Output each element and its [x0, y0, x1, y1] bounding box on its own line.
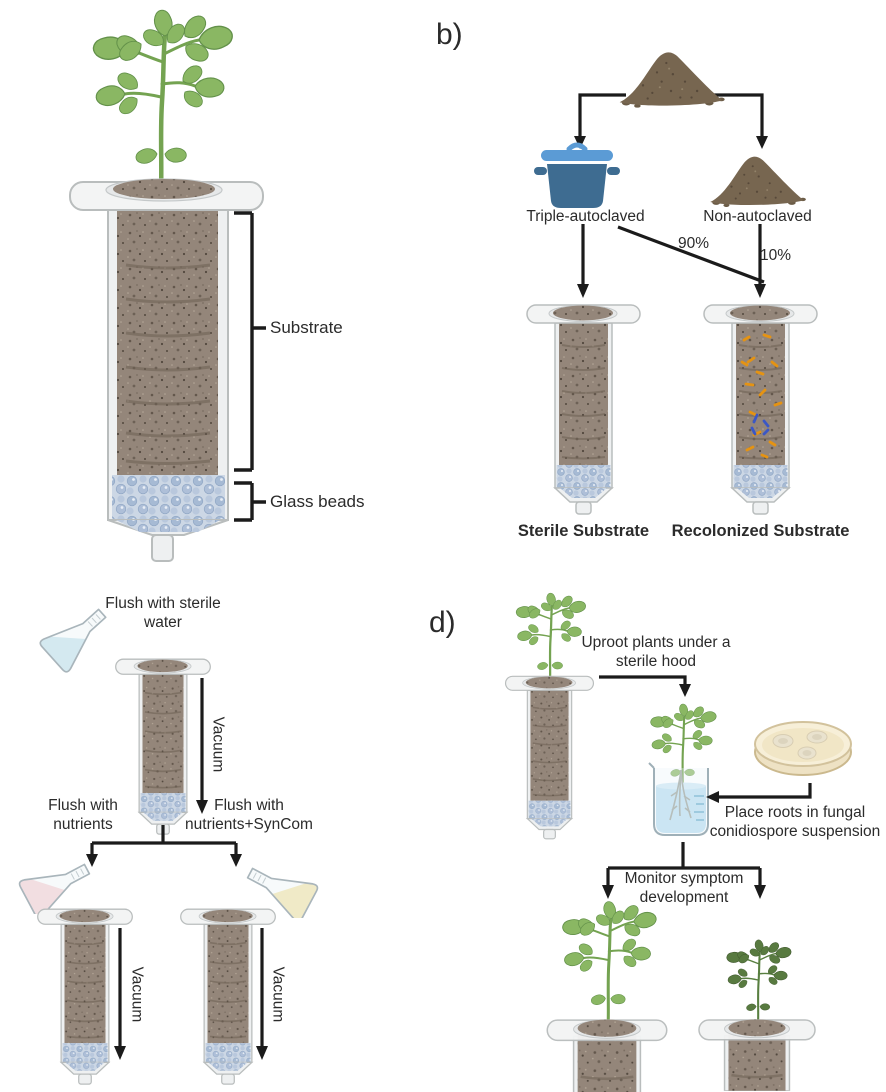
soil-pile-nonautoclaved: [706, 149, 808, 209]
arrow-place-roots: [706, 783, 812, 803]
pot-body: [547, 164, 607, 208]
column-d-with-plant: [504, 672, 595, 840]
vacuum-arrow-2: [114, 928, 126, 1060]
panel-d-letter: d): [429, 606, 456, 639]
beaker-glass: [648, 762, 709, 836]
diseased-plant: [713, 936, 805, 1024]
column-substrate: [117, 185, 218, 475]
percent-10-label: 10%: [760, 247, 792, 264]
uproot-label: Uproot plants under a sterile hood: [581, 634, 731, 670]
petri-dish-fungal-culture: [754, 721, 852, 776]
autoclave-pot: [534, 142, 620, 208]
microbe-specks: [740, 333, 783, 459]
arrow-uproot: [599, 675, 691, 697]
column-top-healthy: [546, 1012, 668, 1092]
place-roots-label: Place roots in fungal conidiospore suspe…: [709, 804, 881, 840]
tomato-plant-panel-a: [72, 2, 254, 192]
flush-sterile-water-label: Flush with sterile water: [105, 595, 221, 631]
flush-nutrients-label: Flush with nutrients: [48, 797, 118, 833]
vacuum-label-1: Vacuum: [209, 716, 227, 773]
healthy-plant: [547, 896, 672, 1024]
column-tip: [151, 534, 174, 562]
pot-lid-handle: [566, 142, 588, 152]
pot-lid: [541, 150, 613, 161]
recolonized-substrate-label: Recolonized Substrate: [671, 522, 850, 540]
flush-nutrients-syncom-label: Flush with nutrients+SynCom: [185, 797, 313, 833]
beaker-conidiospore-suspension: [648, 762, 709, 836]
arrow-to-sterile-substrate: [577, 224, 589, 298]
glass-beads: [112, 475, 225, 520]
vacuum-arrow-1: [196, 678, 208, 814]
vacuum-label-3: Vacuum: [269, 966, 287, 1023]
substrate-bracket: [234, 211, 266, 472]
beaker-graduations: [694, 795, 704, 821]
beaker-liquid: [656, 786, 706, 833]
monitor-label: Monitor symptom development: [624, 870, 744, 906]
glass-beads-bracket: [234, 481, 266, 522]
percent-90-label: 90%: [678, 235, 710, 252]
substrate-label: Substrate: [270, 318, 343, 337]
vacuum-arrow-3: [256, 928, 268, 1060]
arrow-soil-to-nonautoclaved: [704, 93, 768, 149]
arrow-soil-to-autoclave: [574, 93, 626, 149]
fungal-colonies: [772, 730, 828, 760]
triple-autoclaved-label: Triple-autoclaved: [526, 208, 645, 225]
split-arrow-monitor: [602, 842, 766, 899]
recolonized-substrate-column: [702, 300, 819, 515]
arrow-to-recolonized-substrate: [754, 224, 766, 298]
vacuum-label-2: Vacuum: [128, 966, 146, 1023]
plant-roots: [669, 769, 692, 821]
panel-b-letter: b): [436, 18, 463, 51]
column-top-diseased: [698, 1012, 816, 1091]
non-autoclaved-label: Non-autoclaved: [703, 208, 812, 225]
substrate-striations: [125, 263, 211, 465]
sterile-substrate-label: Sterile Substrate: [517, 522, 650, 540]
soil-pile-main: [615, 44, 727, 110]
substrate-column-panel-a: [69, 178, 264, 562]
arrow-90pct-mix: [617, 225, 765, 284]
split-arrow-c: [86, 825, 242, 867]
sterile-substrate-column: [525, 300, 642, 515]
glass-beads-label: Glass beads: [270, 492, 365, 511]
